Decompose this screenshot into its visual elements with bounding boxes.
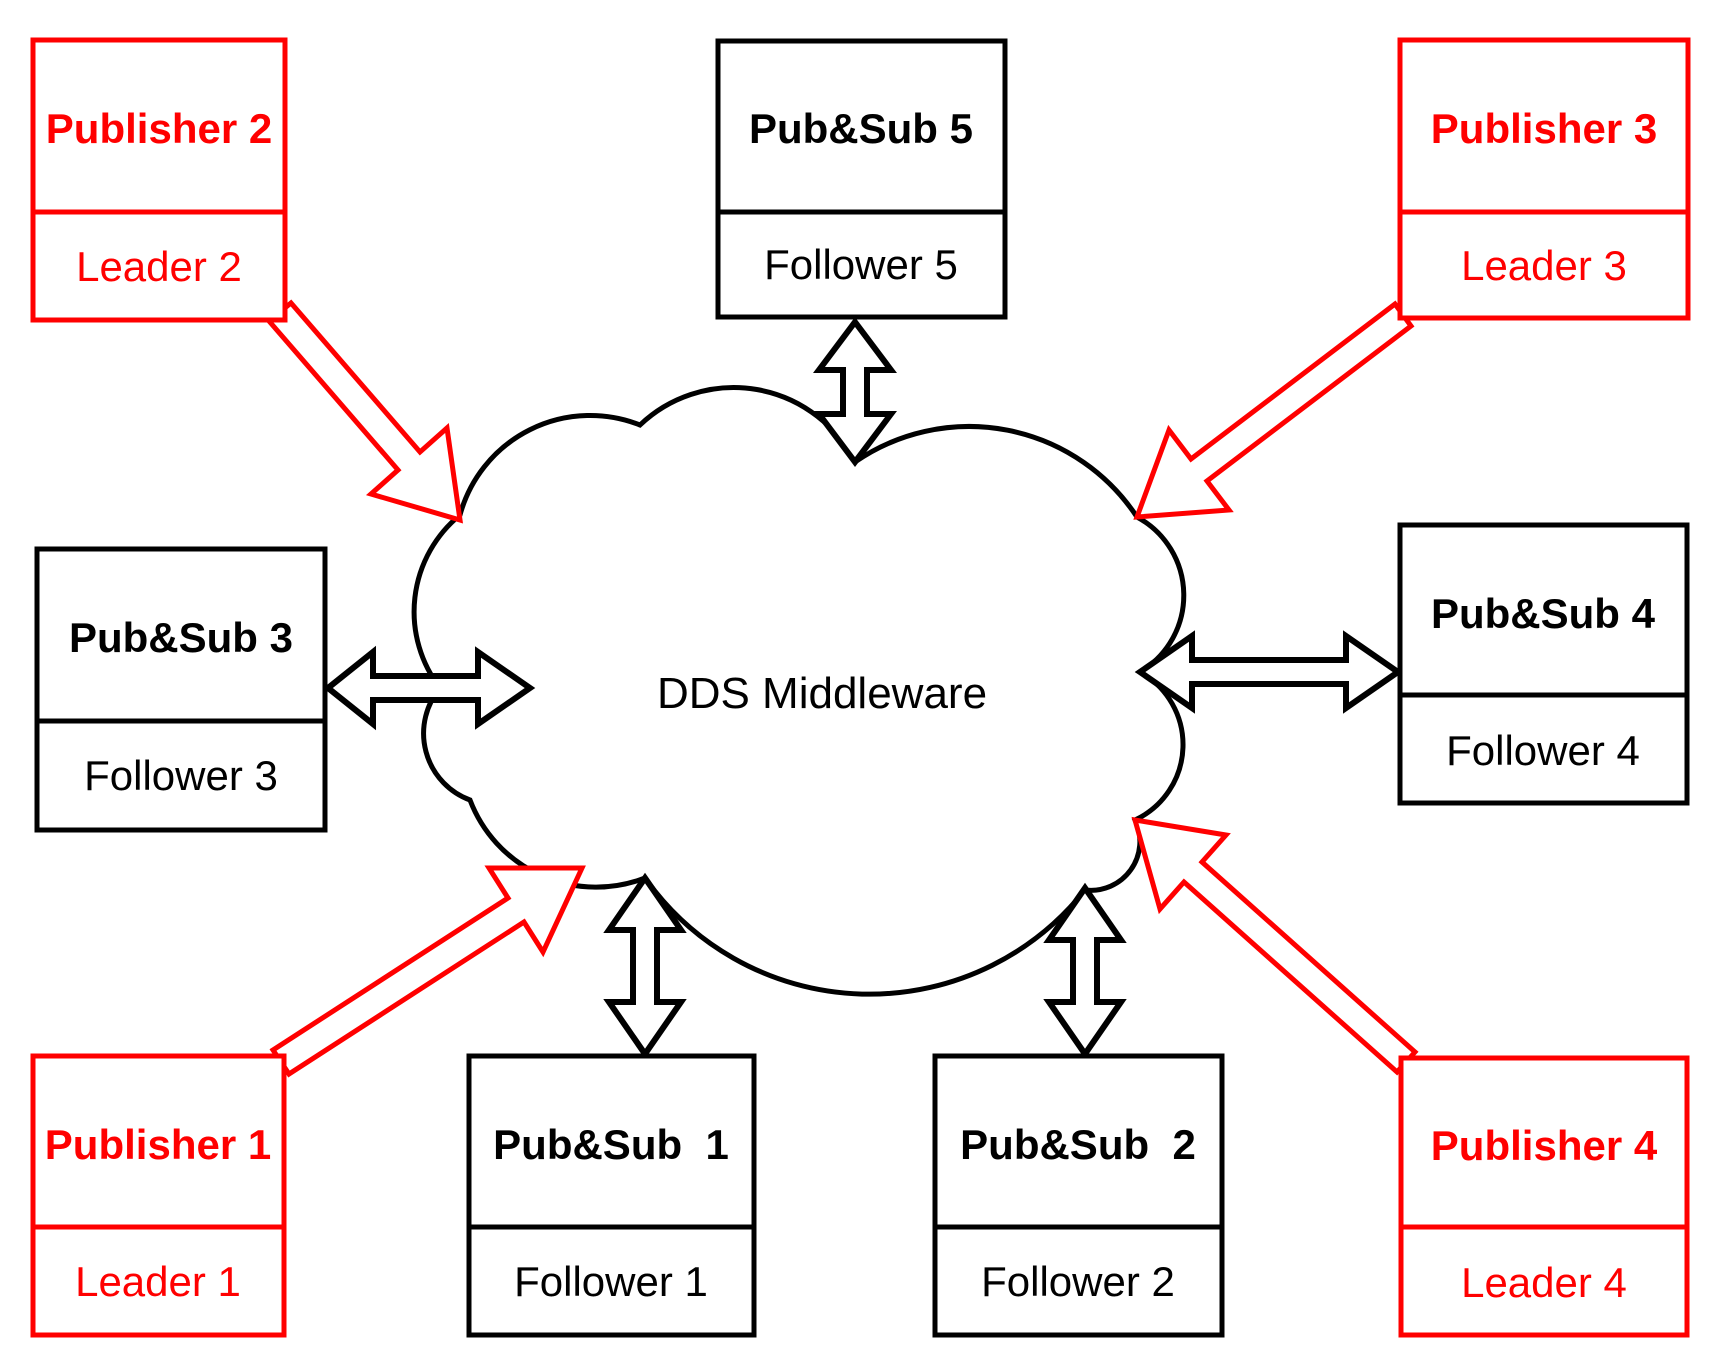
node-publisher-2: Publisher 2 Leader 2 <box>30 37 288 323</box>
arrow-pubsub4-cloud <box>1134 630 1404 714</box>
node-box <box>932 1053 1225 1338</box>
node-publisher-4: Publisher 4 Leader 4 <box>1398 1055 1690 1338</box>
arrow-pubsub3-cloud <box>323 645 536 731</box>
node-pubsub-2: Pub&Sub 2 Follower 2 <box>932 1053 1225 1338</box>
node-subtitle: Follower 5 <box>764 241 958 288</box>
node-pubsub-1: Pub&Sub 1 Follower 1 <box>466 1053 757 1338</box>
arrow-publisher4-to-cloud <box>1131 816 1419 1076</box>
node-publisher-1: Publisher 1 Leader 1 <box>30 1053 287 1338</box>
node-box <box>30 37 288 323</box>
cloud-label: DDS Middleware <box>657 669 987 718</box>
arrow-pubsub5-cloud <box>813 317 897 467</box>
node-pubsub-5: Pub&Sub 5 Follower 5 <box>715 38 1008 320</box>
node-box <box>1397 522 1690 806</box>
node-subtitle: Follower 4 <box>1446 727 1640 774</box>
node-subtitle: Leader 3 <box>1461 242 1627 289</box>
node-box <box>466 1053 757 1338</box>
arrow-publisher2-to-cloud <box>265 299 464 524</box>
node-title: Publisher 2 <box>46 105 272 152</box>
node-title: Publisher 4 <box>1431 1122 1658 1169</box>
node-subtitle: Follower 2 <box>981 1258 1175 1305</box>
node-title: Pub&Sub 1 <box>493 1121 729 1168</box>
node-subtitle: Follower 3 <box>84 752 278 799</box>
node-box <box>34 546 328 833</box>
node-title: Pub&Sub 4 <box>1431 590 1656 637</box>
arrow-publisher1-to-cloud <box>269 865 586 1078</box>
arrow-publisher3-to-cloud <box>1133 300 1415 520</box>
node-title: Pub&Sub 5 <box>749 105 973 152</box>
node-title: Publisher 3 <box>1431 105 1657 152</box>
node-title: Pub&Sub 2 <box>960 1121 1196 1168</box>
node-box <box>30 1053 287 1338</box>
node-subtitle: Follower 1 <box>514 1258 708 1305</box>
node-pubsub-4: Pub&Sub 4 Follower 4 <box>1397 522 1690 806</box>
node-publisher-3: Publisher 3 Leader 3 <box>1397 37 1691 321</box>
node-pubsub-3: Pub&Sub 3 Follower 3 <box>34 546 328 833</box>
node-subtitle: Leader 1 <box>75 1258 241 1305</box>
node-subtitle: Leader 2 <box>76 243 242 290</box>
node-subtitle: Leader 4 <box>1461 1259 1627 1306</box>
node-title: Pub&Sub 3 <box>69 614 293 661</box>
node-box <box>1397 37 1691 321</box>
node-box <box>715 38 1008 320</box>
node-box <box>1398 1055 1690 1338</box>
node-title: Publisher 1 <box>45 1121 271 1168</box>
